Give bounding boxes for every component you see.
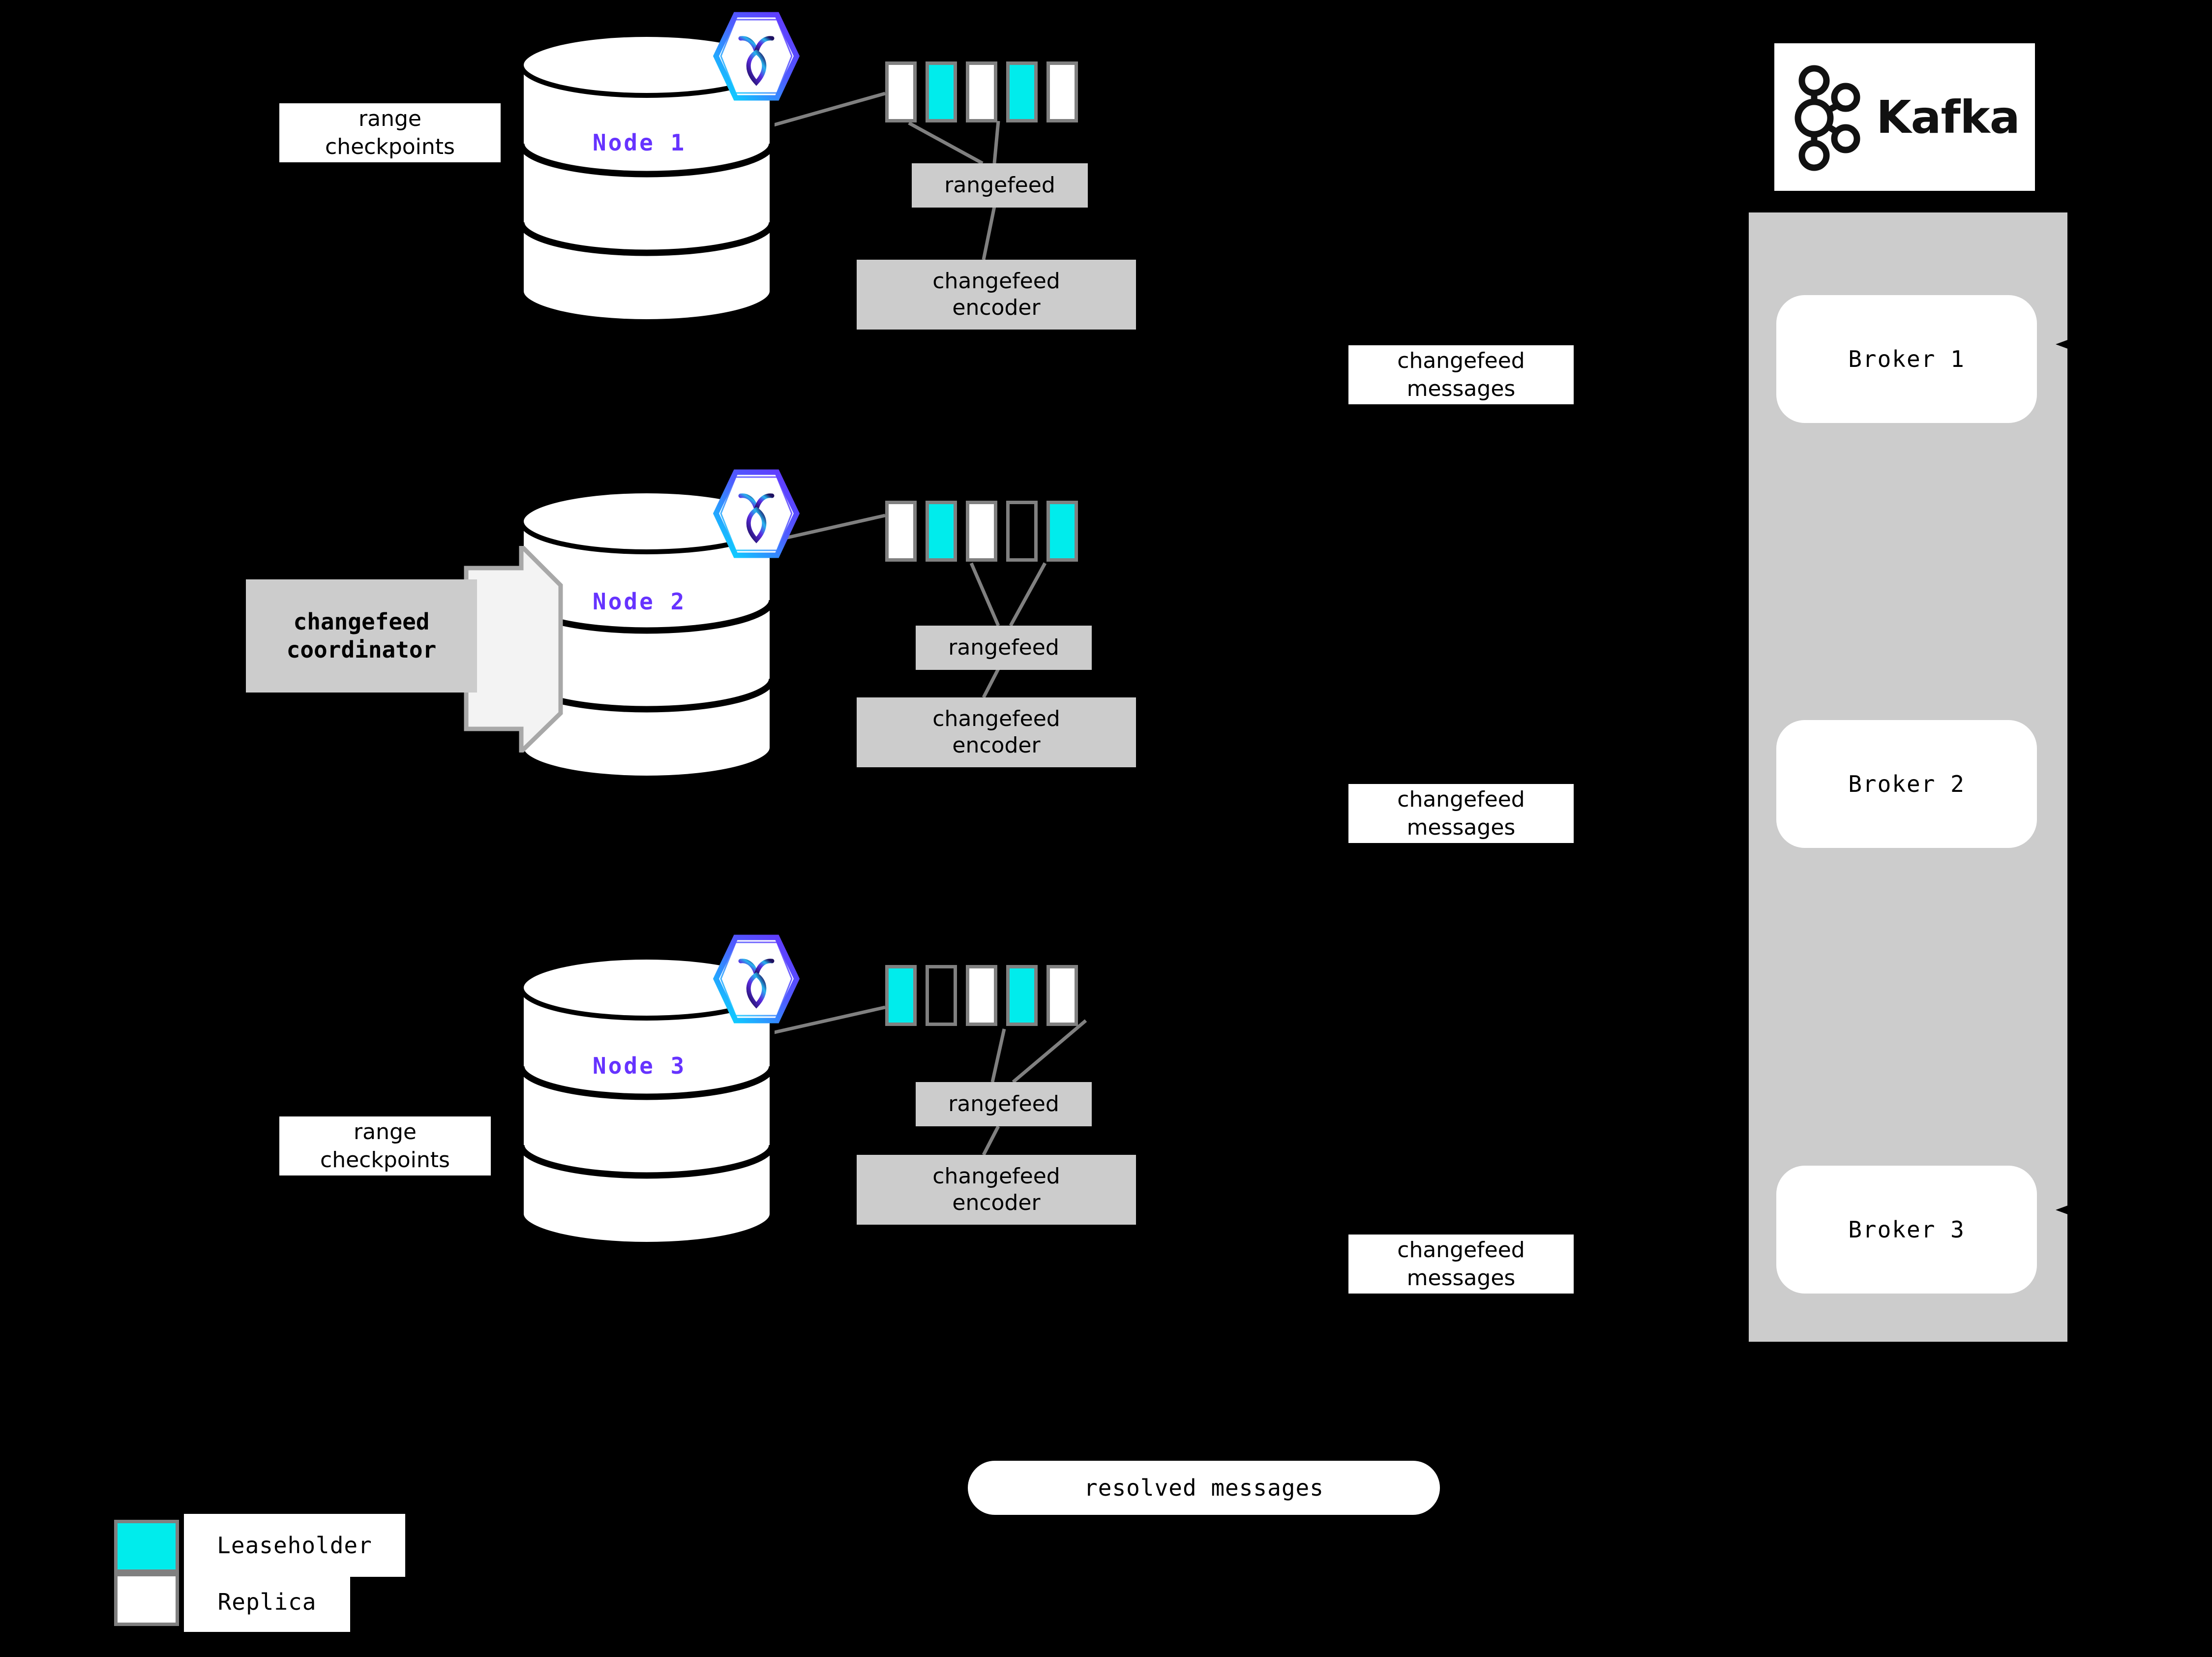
node3-range-1[interactable] — [885, 965, 917, 1026]
node3-changefeed-messages-text: changefeed messages — [1397, 1237, 1525, 1291]
legend-label-replica: Replica — [217, 1589, 317, 1615]
node1-cockroachdb-hex-logo-icon — [712, 11, 801, 104]
kafka-logo-icon — [1794, 65, 1860, 171]
node1-label: Node 1 — [593, 129, 687, 156]
node3-range-5[interactable] — [1046, 965, 1078, 1026]
node1-range-checkpoints-label: range checkpoints — [279, 103, 501, 162]
node2-label: Node 2 — [593, 588, 687, 615]
node1-range-3[interactable] — [966, 61, 997, 122]
kafka-wordmark: Kafka — [1876, 90, 2020, 144]
node1-changefeed-encoder-box[interactable]: changefeed encoder — [857, 260, 1136, 330]
node3-range-checkpoints-label: range checkpoints — [279, 1116, 491, 1175]
node2-rangefeed-box[interactable]: rangefeed — [916, 626, 1092, 670]
node1-rangefeed-box[interactable]: rangefeed — [912, 163, 1088, 208]
node3-range-2[interactable] — [926, 965, 957, 1026]
node3-rangefeed-box[interactable]: rangefeed — [916, 1082, 1092, 1126]
changefeed-coordinator-pointer — [464, 546, 563, 753]
node2-changefeed-encoder-box[interactable]: changefeed encoder — [857, 697, 1136, 767]
node3-cockroachdb-hex-logo-icon — [712, 934, 801, 1026]
node2-cockroachdb-hex-logo-icon — [712, 468, 801, 561]
node1-range-checkpoints-text: range checkpoints — [325, 106, 455, 159]
legend-label-leaseholder: Leaseholder — [217, 1532, 372, 1559]
legend-swatch-replica — [114, 1573, 179, 1626]
node3-changefeed-encoder-box[interactable]: changefeed encoder — [857, 1155, 1136, 1225]
legend-swatch-leaseholder — [114, 1520, 179, 1573]
node1-range-4[interactable] — [1006, 61, 1038, 122]
node3-range-3[interactable] — [966, 965, 997, 1026]
node3-range-checkpoints-text: range checkpoints — [320, 1119, 450, 1173]
node1-range-2[interactable] — [926, 61, 957, 122]
kafka-broker-1[interactable]: Broker 1 — [1776, 295, 2037, 423]
legend-item-leaseholder: Leaseholder — [184, 1514, 405, 1577]
node2-range-5[interactable] — [1046, 501, 1078, 562]
legend-item-replica: Replica — [184, 1572, 350, 1632]
kafka-logo-box: Kafka — [1774, 43, 2035, 191]
changefeed-coordinator-box[interactable]: changefeed coordinator — [246, 579, 477, 693]
node2-range-3[interactable] — [966, 501, 997, 562]
node1-changefeed-messages-text: changefeed messages — [1397, 348, 1525, 401]
node3-range-4[interactable] — [1006, 965, 1038, 1026]
kafka-inbound-arrow-1 — [2056, 333, 2085, 355]
node1-changefeed-messages-label: changefeed messages — [1348, 345, 1574, 404]
node3-label: Node 3 — [593, 1053, 687, 1079]
kafka-inbound-arrow-2 — [2056, 1199, 2085, 1221]
kafka-broker-2[interactable]: Broker 2 — [1776, 720, 2037, 848]
node3-changefeed-messages-label: changefeed messages — [1348, 1235, 1574, 1294]
node1-range-5[interactable] — [1046, 61, 1078, 122]
kafka-broker-3[interactable]: Broker 3 — [1776, 1166, 2037, 1294]
node1-database-cylinder — [516, 30, 777, 326]
node1-range-1[interactable] — [885, 61, 917, 122]
node2-range-2[interactable] — [926, 501, 957, 562]
node2-changefeed-messages-label: changefeed messages — [1348, 784, 1574, 843]
resolved-messages-pill[interactable]: resolved messages — [968, 1461, 1440, 1515]
node3-database-cylinder — [516, 953, 777, 1248]
node2-changefeed-messages-text: changefeed messages — [1397, 786, 1525, 840]
node2-range-1[interactable] — [885, 501, 917, 562]
node2-range-4[interactable] — [1006, 501, 1038, 562]
